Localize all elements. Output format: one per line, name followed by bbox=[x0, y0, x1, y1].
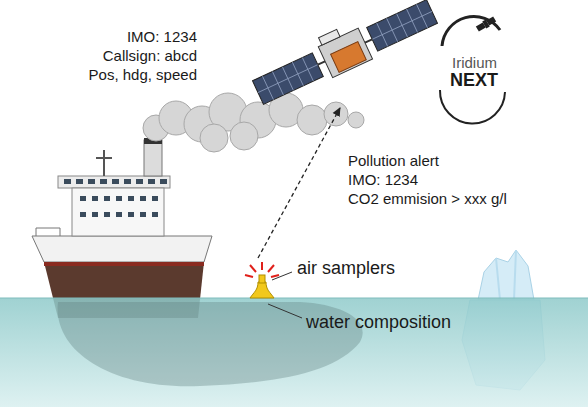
ship-callsign: Callsign: abcd bbox=[103, 47, 197, 64]
logo-text: Iridium bbox=[452, 54, 497, 71]
smoke bbox=[143, 93, 364, 152]
alert-id: IMO: 1234 bbox=[348, 171, 418, 188]
ship bbox=[32, 138, 212, 318]
leader-line bbox=[272, 272, 292, 280]
ship-id: IMO: 1234 bbox=[127, 28, 197, 45]
buoy bbox=[245, 262, 279, 298]
alert-text: CO2 emmision > xxx g/l bbox=[348, 190, 507, 207]
logo-text: NEXT bbox=[450, 70, 498, 91]
ship-data: Pos, hdg, speed bbox=[89, 66, 197, 83]
satellite bbox=[248, 0, 440, 109]
sea bbox=[0, 298, 588, 407]
leader-line bbox=[268, 304, 302, 318]
alert-heading: Pollution alert bbox=[348, 152, 439, 169]
part-label: water composition bbox=[306, 312, 451, 333]
uplink-arrow bbox=[258, 108, 340, 258]
part-label: air samplers bbox=[297, 258, 395, 279]
iridium-logo bbox=[440, 16, 505, 124]
